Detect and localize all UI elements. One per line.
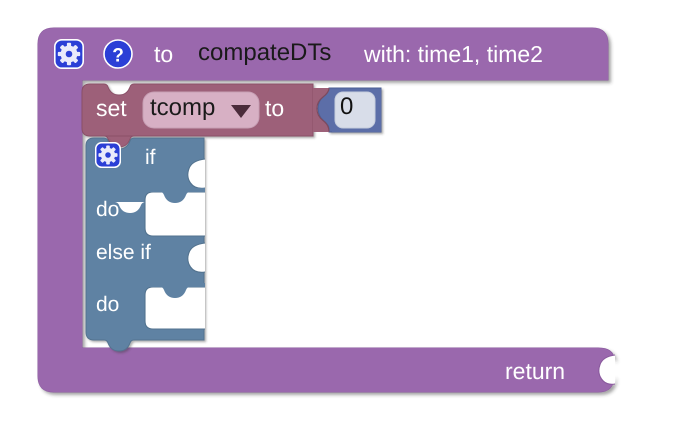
if-label: if — [145, 146, 156, 169]
to-keyword-label: to — [154, 41, 174, 67]
number-value-text[interactable]: 0 — [340, 93, 354, 120]
value-socket-fill — [313, 88, 329, 132]
procedure-definition-block[interactable] — [37, 27, 615, 393]
number-input-field[interactable] — [334, 91, 376, 129]
gear-icon[interactable] — [94, 141, 122, 169]
procedure-name-field[interactable]: compateDTs — [198, 39, 332, 66]
elseif-condition-socket-outline — [187, 242, 206, 273]
elseif-do-slot-top-tab — [145, 283, 205, 298]
gear-icon[interactable] — [54, 39, 84, 69]
with-params-label: with: time1, time2 — [364, 41, 543, 67]
value-socket-outline — [316, 87, 330, 132]
return-value-socket[interactable] — [598, 355, 615, 385]
if-do-statement-slot[interactable] — [115, 192, 205, 236]
return-socket-outline — [598, 354, 616, 385]
if-do-slot-top-tab — [145, 188, 205, 203]
math-number-block[interactable] — [317, 87, 382, 133]
variable-dropdown-field[interactable] — [142, 91, 260, 129]
set-to-label: to — [265, 95, 285, 121]
return-label: return — [505, 358, 566, 384]
set-keyword-label: set — [96, 95, 127, 121]
variable-name-label[interactable]: tcomp — [150, 94, 216, 121]
if-do-label: do — [96, 198, 120, 221]
question-mark-icon[interactable]: ? — [103, 39, 133, 69]
elseif-do-label: do — [96, 293, 120, 316]
elseif-do-slot-outline — [144, 286, 205, 330]
if-condition-socket-outline — [187, 158, 206, 189]
else-if-label: else if — [96, 241, 151, 264]
elseif-do-statement-slot[interactable] — [145, 287, 205, 329]
chevron-down-icon[interactable] — [231, 105, 251, 118]
if-condition-socket[interactable] — [187, 159, 205, 189]
if-do-slot-outline — [144, 191, 205, 237]
elseif-condition-socket[interactable] — [187, 243, 205, 273]
svg-text:?: ? — [112, 46, 124, 67]
